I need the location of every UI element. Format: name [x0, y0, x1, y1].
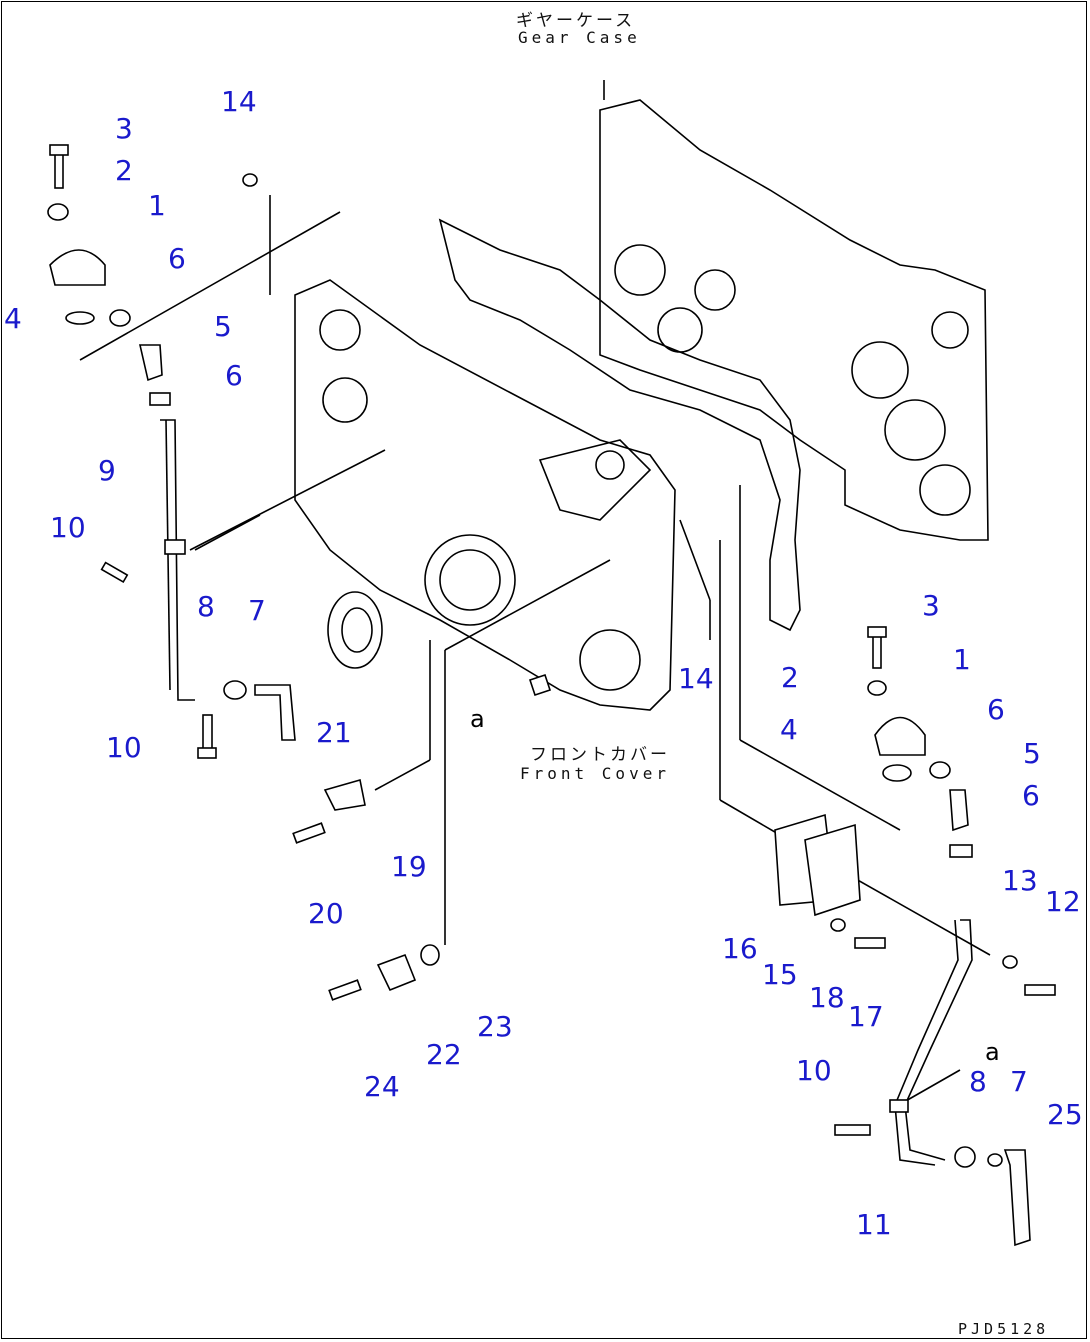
callout-number: 16: [722, 932, 758, 965]
callout-number: 6: [168, 242, 186, 275]
callout-number: 8: [969, 1065, 987, 1098]
callout-number: 10: [50, 511, 86, 544]
front-cover-label-jp: フロントカバー: [530, 745, 670, 765]
leader-lines: [79, 80, 991, 1111]
callout-number: 2: [781, 661, 799, 694]
callout-number: 1: [148, 189, 166, 222]
callout-number: 6: [987, 693, 1005, 726]
callout-number: 1: [953, 643, 971, 676]
gear-case-label-jp: ギヤーケース: [516, 11, 636, 31]
callout-number: 20: [308, 897, 344, 930]
callout-number: 3: [115, 112, 133, 145]
callout-number: 13: [1002, 864, 1038, 897]
seal-drawing: [327, 591, 383, 669]
gear-case-label-en: Gear Case: [518, 28, 641, 47]
ref-a-label: a: [470, 705, 485, 733]
callout-number: 15: [762, 958, 798, 991]
callout-number: 24: [364, 1070, 400, 1103]
callout-number: 11: [856, 1208, 892, 1241]
callout-number: 21: [316, 716, 352, 749]
callout-number: 7: [248, 594, 266, 627]
callout-number: 2: [115, 154, 133, 187]
callout-number: 18: [809, 981, 845, 1014]
gasket-drawing: [438, 218, 801, 632]
callout-number: 5: [1023, 737, 1041, 770]
front-cover-label-en: Front Cover: [520, 764, 670, 783]
callout-number: 17: [848, 1000, 884, 1033]
drawing-number: PJD5128: [958, 1320, 1050, 1338]
callout-number: 10: [106, 731, 142, 764]
callout-number: 5: [214, 310, 232, 343]
right-assembly: [774, 626, 1056, 1247]
callout-number: 12: [1045, 885, 1081, 918]
callout-number: 8: [197, 590, 215, 623]
callout-number: 25: [1047, 1098, 1083, 1131]
callout-number: 7: [1010, 1065, 1028, 1098]
callout-number: 3: [922, 589, 940, 622]
gear-case-drawing: [599, 99, 989, 541]
callout-number: 6: [1022, 779, 1040, 812]
callout-number: 9: [98, 454, 116, 487]
callout-number: 22: [426, 1038, 462, 1071]
left-assembly: [47, 144, 296, 759]
callout-number: 19: [391, 850, 427, 883]
front-cover-drawing: [294, 279, 676, 711]
callout-number: 4: [780, 713, 798, 746]
callout-number: 4: [4, 302, 22, 335]
ref-a-label: a: [985, 1038, 1000, 1066]
callout-number: 10: [796, 1054, 832, 1087]
center-parts: [292, 673, 552, 1001]
callout-number: 23: [477, 1010, 513, 1043]
callout-number: 6: [225, 359, 243, 392]
callout-number: 14: [678, 662, 714, 695]
callout-number: 14: [221, 85, 257, 118]
